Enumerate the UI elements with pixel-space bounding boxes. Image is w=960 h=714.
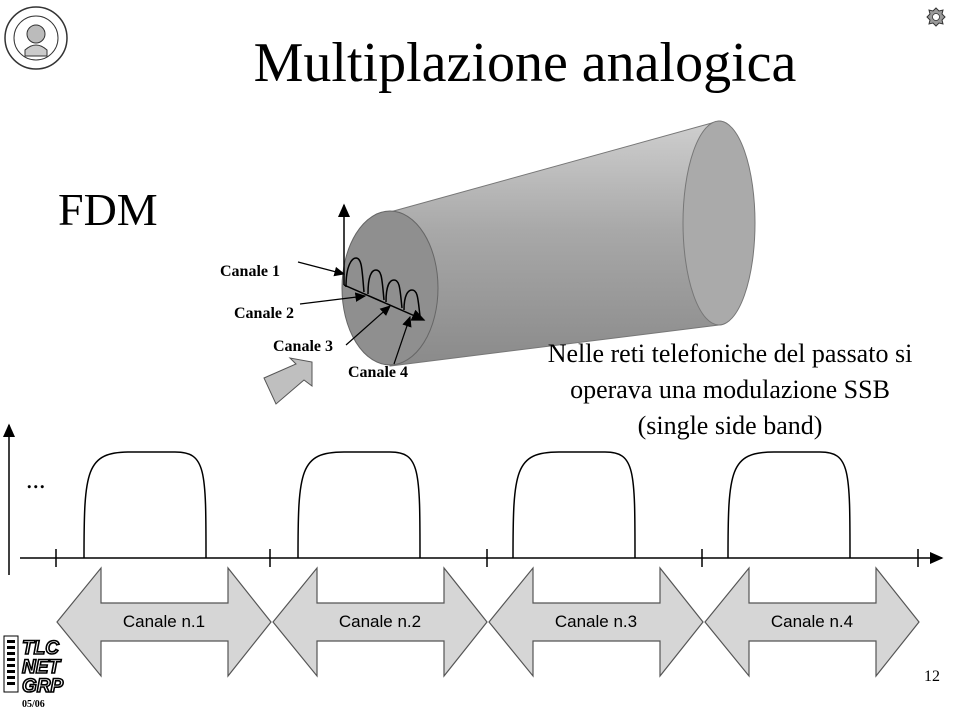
svg-text:GRP: GRP (22, 676, 64, 697)
slide-date: 05/06 (22, 699, 45, 710)
ssb-note-line-2: operava una modulazione SSB (570, 375, 890, 404)
band-arrow-2 (272, 566, 488, 678)
cylinder-label-4: Canale 4 (348, 364, 408, 381)
fdm-subtitle: FDM (58, 184, 158, 235)
ssb-note-line-3: (single side band) (637, 411, 823, 440)
frequency-axis (2, 423, 944, 575)
band-arrow-4 (704, 566, 920, 678)
band-label-1: Canale n.1 (122, 612, 206, 631)
ssb-note-line-1: Nelle reti telefoniche del passato si (547, 339, 913, 368)
cylinder-label-1: Canale 1 (220, 263, 280, 280)
tlc-netgroup-logo: TLC NET GRP (3, 635, 64, 698)
svg-text:TLC: TLC (22, 638, 59, 659)
page-number: 12 (924, 668, 940, 685)
cylinder-label-2: Canale 2 (234, 305, 294, 322)
cylinder-spectrum (338, 203, 426, 321)
university-seal-icon (4, 6, 68, 70)
ssb-note: Nelle reti telefoniche del passato si op… (470, 336, 960, 444)
slide-title: Multiplazione analogica (253, 32, 797, 94)
band-label-4: Canale n.4 (770, 612, 854, 631)
band-label-3: Canale n.3 (554, 612, 638, 631)
band-label-2: Canale n.2 (338, 612, 422, 631)
band-arrows (56, 566, 920, 678)
settings-gear-icon (926, 7, 946, 27)
svg-text:NET: NET (22, 657, 61, 678)
channel-spectra (83, 451, 851, 559)
band-arrow-1 (56, 566, 272, 678)
cylinder-label-3: Canale 3 (273, 338, 333, 355)
ellipsis: ... (26, 465, 46, 494)
pointer-arrow-icon (263, 357, 313, 405)
label-pointers (297, 261, 412, 365)
band-arrow-3 (488, 566, 704, 678)
cable-cylinder (341, 120, 756, 367)
